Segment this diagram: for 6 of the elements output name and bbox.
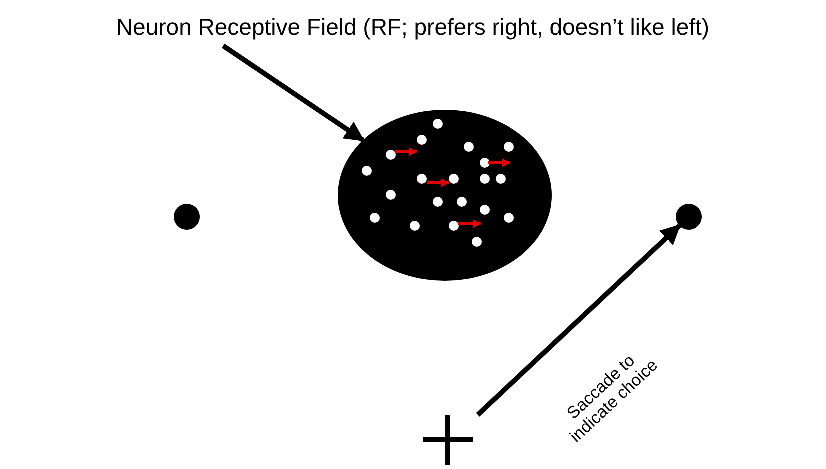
heading-text: Neuron Receptive Field (RF; prefers right, doesn’t like left) <box>18 14 808 46</box>
arrow <box>222 44 365 142</box>
target-dot <box>676 204 702 230</box>
target-dot <box>174 204 200 230</box>
arrow <box>476 224 682 417</box>
moving-dots-drawing <box>338 110 552 281</box>
